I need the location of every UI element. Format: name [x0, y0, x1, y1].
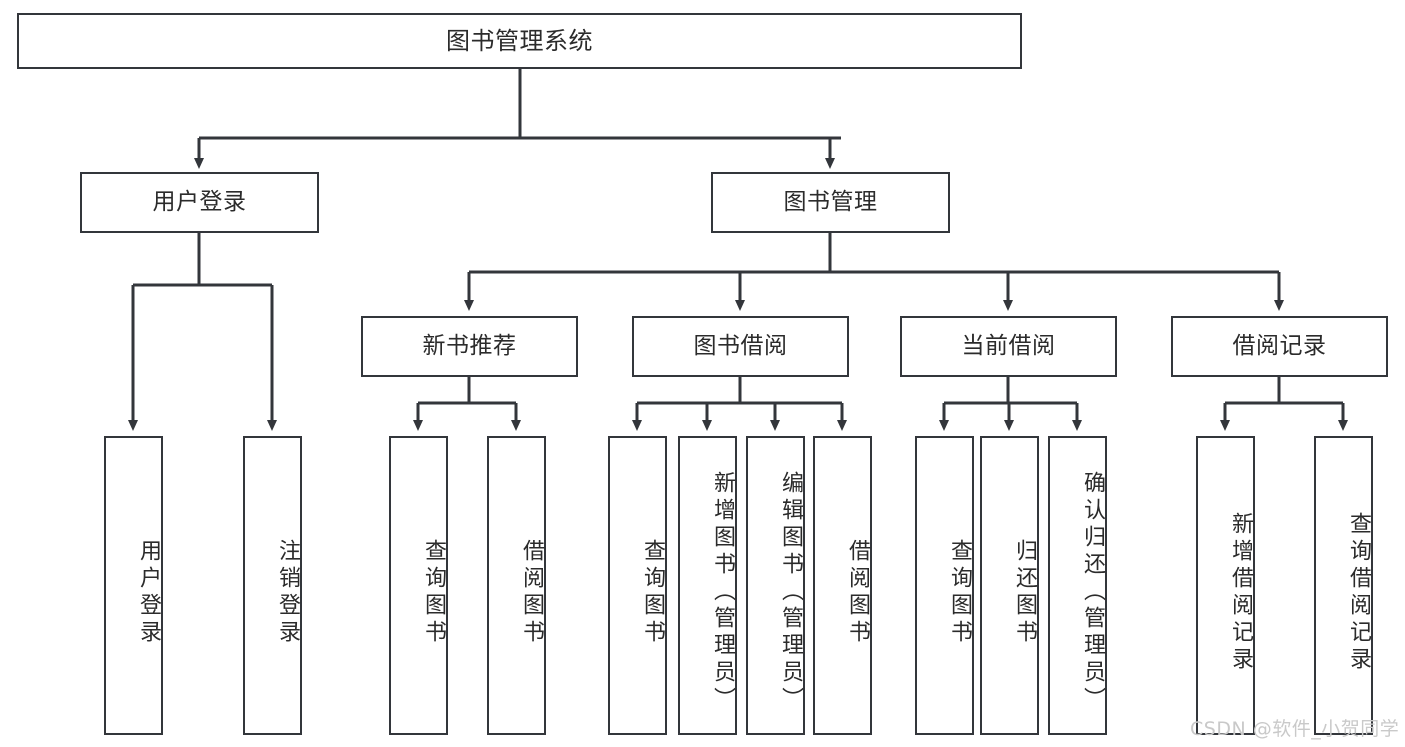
leaf-add-book-admin[interactable]: 新增图书（管理员） — [678, 436, 737, 735]
leaf-query-book-current[interactable]: 查询图书 — [915, 436, 974, 735]
node-new-book-recommend[interactable]: 新书推荐 — [361, 316, 578, 377]
leaf-label: 归还图书 — [1012, 538, 1037, 647]
leaf-user-login[interactable]: 用户登录 — [104, 436, 163, 735]
node-book-management[interactable]: 图书管理 — [711, 172, 950, 233]
csdn-watermark: CSDN @软件_小贺同学 — [1190, 718, 1400, 740]
leaf-label: 用户登录 — [136, 538, 161, 647]
leaf-label: 借阅图书 — [845, 538, 870, 647]
leaf-label: 确认归还（管理员） — [1080, 471, 1105, 714]
leaf-label: 查询图书 — [421, 538, 446, 647]
leaf-label: 新增借阅记录 — [1228, 511, 1253, 674]
leaf-query-borrow-record[interactable]: 查询借阅记录 — [1314, 436, 1373, 735]
leaf-label: 借阅图书 — [519, 538, 544, 647]
leaf-label: 编辑图书（管理员） — [778, 471, 803, 714]
leaf-borrow-book[interactable]: 借阅图书 — [813, 436, 872, 735]
leaf-query-book-borrow[interactable]: 查询图书 — [608, 436, 667, 735]
leaf-borrow-book-recommend[interactable]: 借阅图书 — [487, 436, 546, 735]
node-current-borrow[interactable]: 当前借阅 — [900, 316, 1117, 377]
leaf-edit-book-admin[interactable]: 编辑图书（管理员） — [746, 436, 805, 735]
node-borrow-record[interactable]: 借阅记录 — [1171, 316, 1388, 377]
node-root-system[interactable]: 图书管理系统 — [17, 13, 1022, 69]
leaf-confirm-return-admin[interactable]: 确认归还（管理员） — [1048, 436, 1107, 735]
leaf-add-borrow-record[interactable]: 新增借阅记录 — [1196, 436, 1255, 735]
leaf-label: 查询图书 — [947, 538, 972, 647]
leaf-label: 查询借阅记录 — [1346, 511, 1371, 674]
leaf-return-book[interactable]: 归还图书 — [980, 436, 1039, 735]
leaf-label: 注销登录 — [275, 538, 300, 647]
node-book-borrow[interactable]: 图书借阅 — [632, 316, 849, 377]
leaf-query-book-recommend[interactable]: 查询图书 — [389, 436, 448, 735]
node-user-login[interactable]: 用户登录 — [80, 172, 319, 233]
leaf-logout[interactable]: 注销登录 — [243, 436, 302, 735]
leaf-label: 新增图书（管理员） — [710, 471, 735, 714]
leaf-label: 查询图书 — [640, 538, 665, 647]
